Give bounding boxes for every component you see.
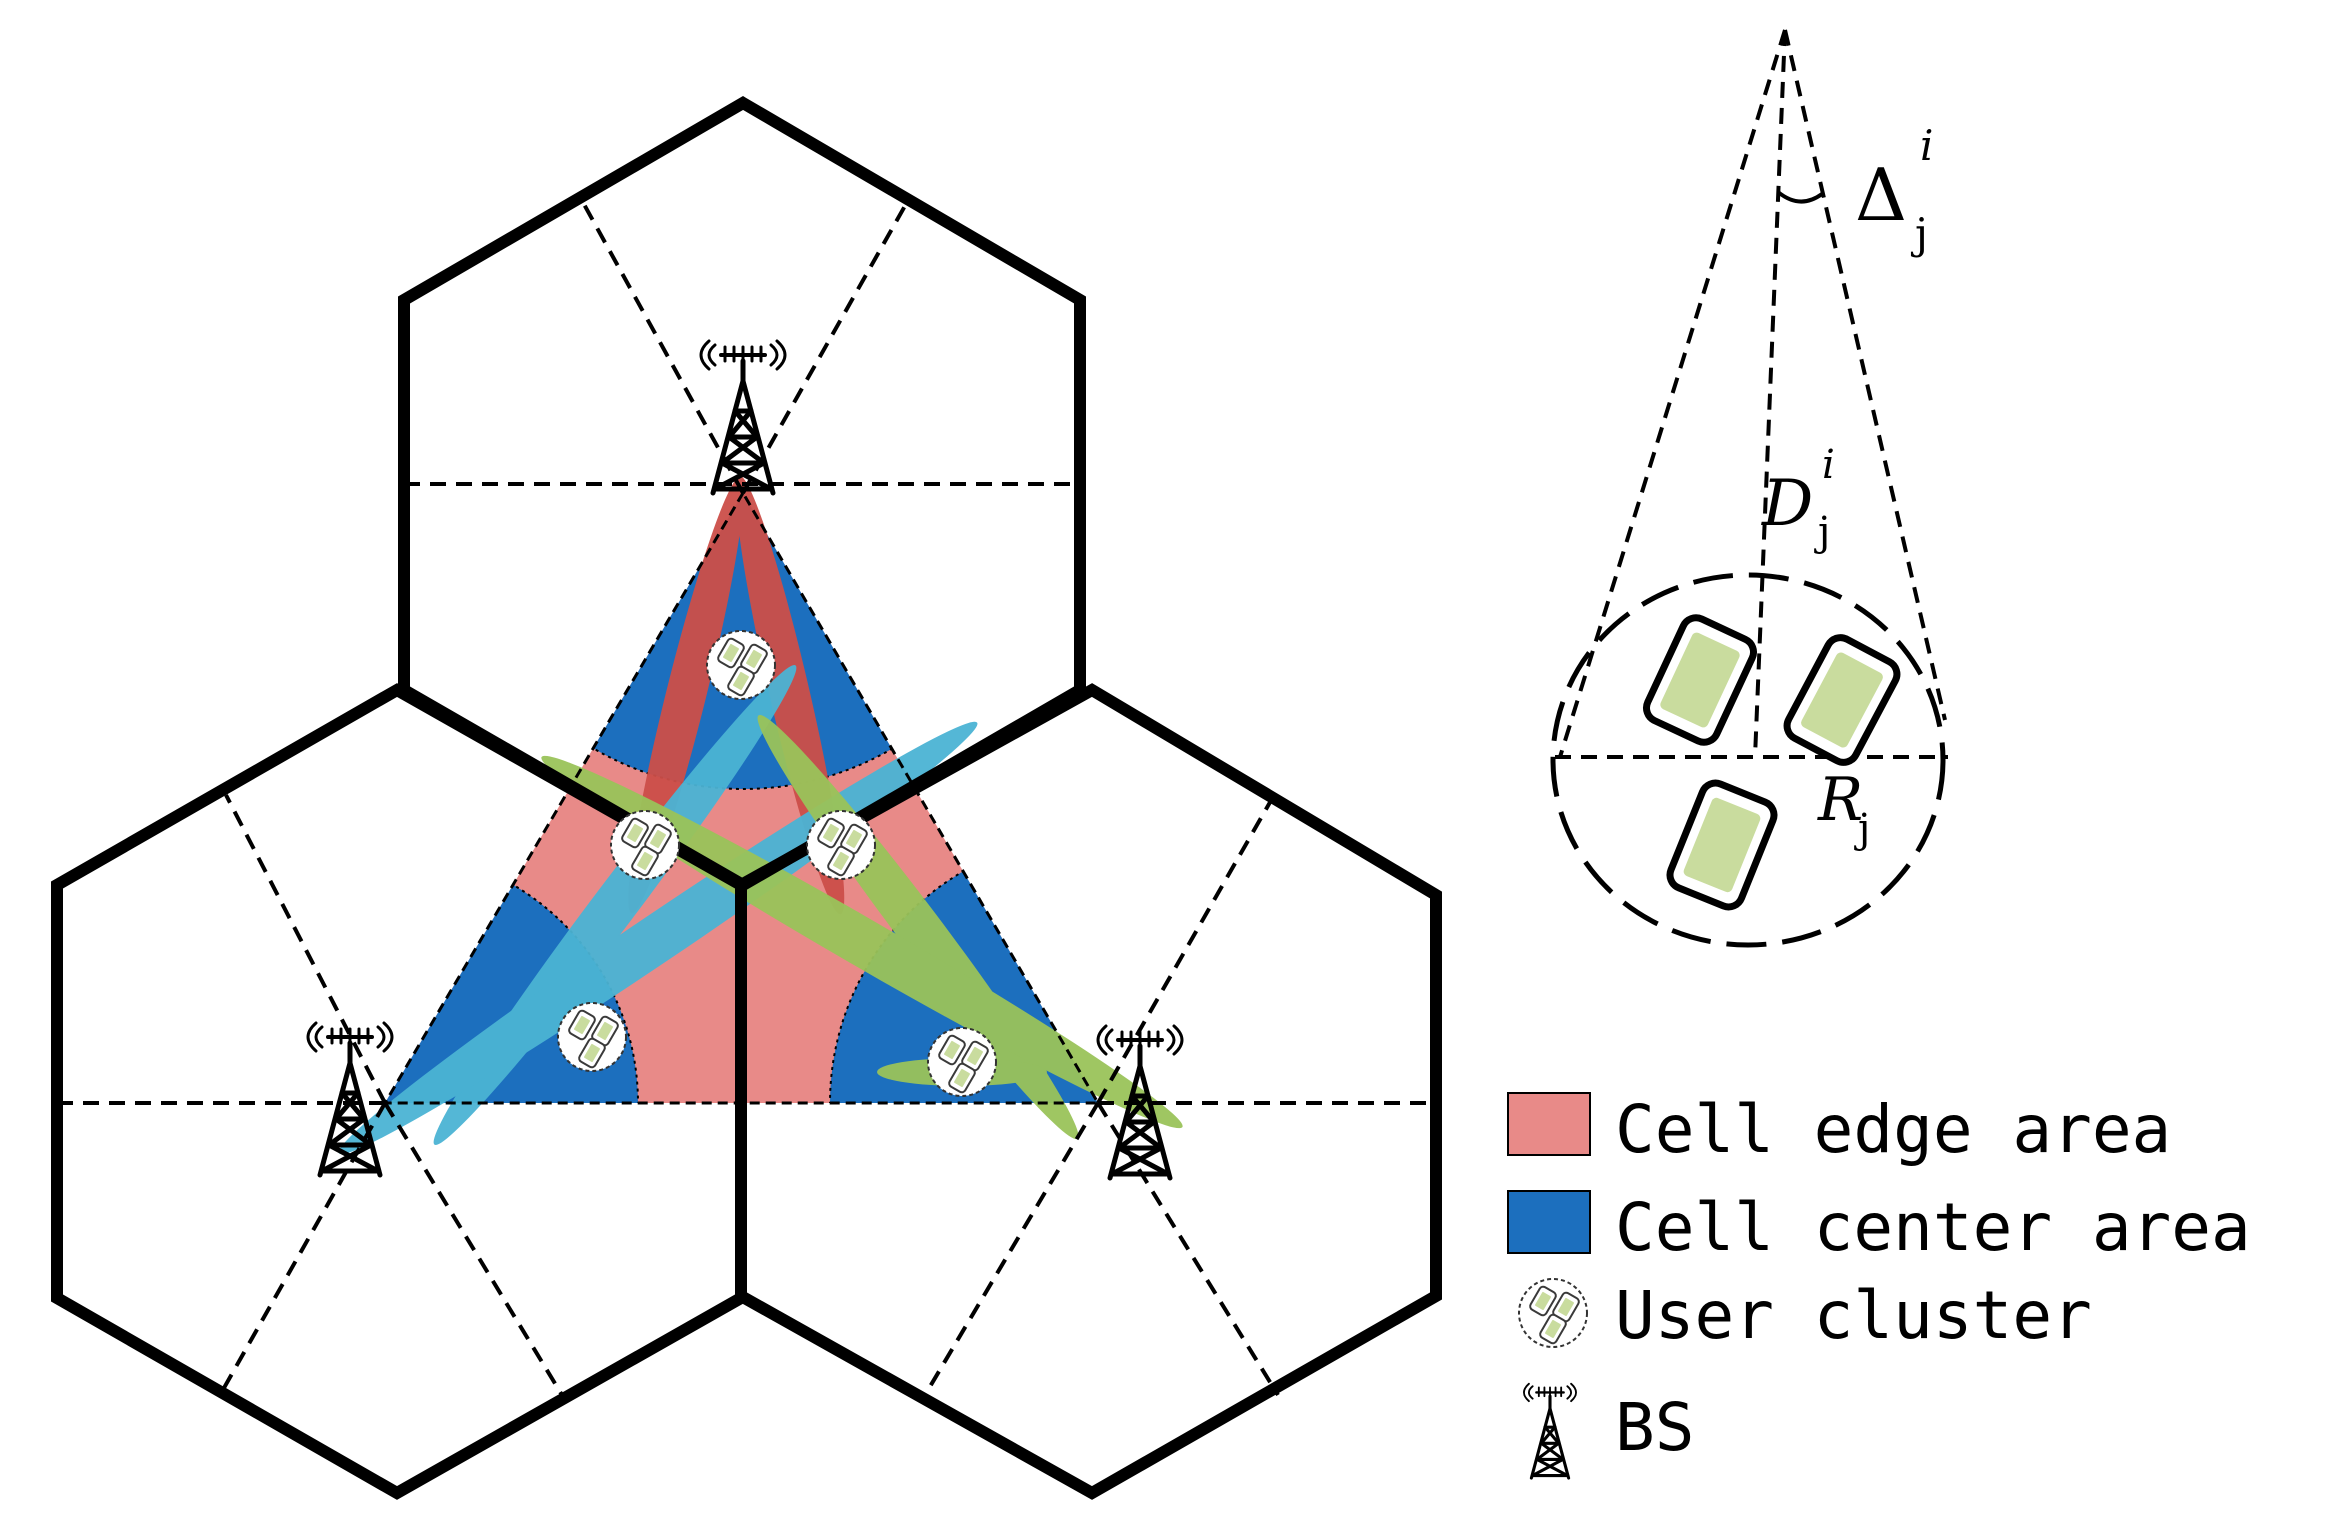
user-cluster-icon (807, 811, 875, 879)
angle-subscript: j (1910, 209, 1928, 258)
svg-text:Δ: Δ (1855, 153, 1907, 237)
user-cluster-icon (928, 1028, 996, 1096)
distance-subscript: j (1814, 509, 1830, 555)
legend-label-cluster: User cluster (1615, 1277, 2092, 1354)
legend-swatch-edge (1507, 1092, 1591, 1156)
angle-superscript: i (1920, 121, 1933, 170)
user-cluster-icon (1519, 1279, 1587, 1347)
radius-subscript: j (1854, 806, 1870, 852)
radius-symbol: R (1817, 765, 1863, 835)
cell-center-regions (385, 493, 1098, 1103)
user-cluster-icon (558, 1003, 626, 1071)
distance-symbol: D (1761, 467, 1813, 541)
cluster-boundary (1550, 572, 1946, 948)
cell-right (735, 683, 1442, 1500)
coverage-triangle (338, 475, 1183, 1155)
mobile-device-icon (1782, 633, 1902, 768)
legend: Cell edge area Cell center area User clu… (1507, 1091, 2251, 1480)
distance-superscript: i (1822, 442, 1835, 488)
mobile-device-icon (1666, 779, 1778, 911)
cluster-detail: Δ i j D i j R j (1550, 29, 1948, 948)
legend-swatch-center (1507, 1190, 1591, 1254)
bs-tower-icon (701, 341, 785, 493)
legend-label-edge: Cell edge area (1615, 1091, 2171, 1168)
user-cluster-icon (707, 631, 775, 699)
legend-label-center: Cell center area (1615, 1189, 2251, 1266)
mobile-device-icon (1642, 613, 1758, 747)
sector-lines (57, 196, 1436, 1397)
cell-grid (51, 96, 1442, 1500)
beam-green-long (541, 755, 1183, 1129)
angle-symbol: Δ (1855, 153, 1907, 237)
user-cluster-icon (611, 811, 679, 879)
bs-tower-icon (1522, 1382, 1578, 1480)
legend-label-bs: BS (1615, 1389, 1694, 1466)
